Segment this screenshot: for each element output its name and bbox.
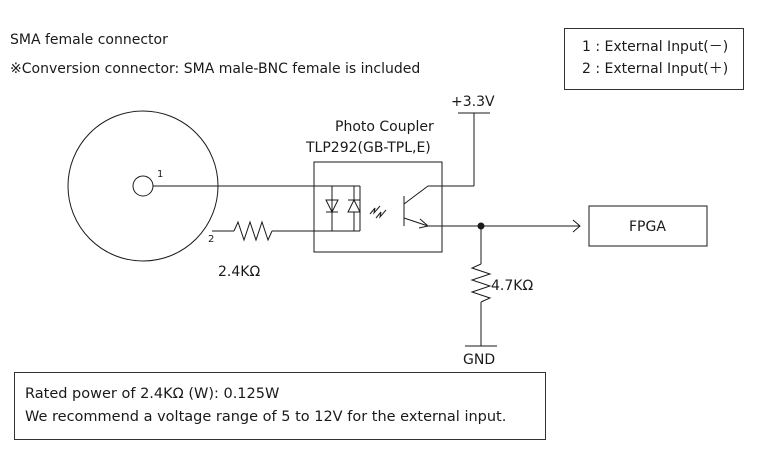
junction-dot xyxy=(477,222,485,230)
pin1-label: 1 xyxy=(157,169,163,180)
conversion-note: ※Conversion connector: SMA male-BNC fema… xyxy=(10,61,421,77)
coupler-part-label: TLP292(GB-TPL,E) xyxy=(305,140,431,156)
connector-title: SMA female connector xyxy=(10,32,168,48)
legend-pin1: 1 : External Input(－) xyxy=(582,39,729,55)
fpga-box xyxy=(588,205,708,247)
rating-note-box: Rated power of 2.4KΩ (W): 0.125W We reco… xyxy=(14,372,546,440)
pin-legend-box: 1 : External Input(－) 2 : External Input… xyxy=(564,28,744,90)
resistor-4k7 xyxy=(470,263,492,303)
sma-connector-center-pin xyxy=(132,175,154,197)
note-line-2: We recommend a voltage range of 5 to 12V… xyxy=(25,409,507,425)
light-arrow-1 xyxy=(369,205,381,215)
resistor-2k4 xyxy=(233,220,273,242)
output-arrow xyxy=(572,219,581,233)
pin2-label: 2 xyxy=(208,234,214,245)
light-arrow-2 xyxy=(375,209,387,219)
note-line-1: Rated power of 2.4KΩ (W): 0.125W xyxy=(25,386,280,402)
coupler-title-label: Photo Coupler xyxy=(335,119,434,135)
resistor-4k7-label: 4.7KΩ xyxy=(491,278,533,294)
fpga-label: FPGA xyxy=(629,219,666,235)
transistor-collector xyxy=(403,185,429,205)
led-2 xyxy=(347,198,361,213)
transistor-emitter xyxy=(403,217,429,227)
ground-label: GND xyxy=(463,352,495,368)
legend-pin2: 2 : External Input(＋) xyxy=(582,61,729,77)
resistor-2k4-label: 2.4KΩ xyxy=(218,264,260,280)
supply-label: +3.3V xyxy=(451,94,495,110)
led-1 xyxy=(325,199,339,214)
photo-coupler-box xyxy=(313,161,443,253)
